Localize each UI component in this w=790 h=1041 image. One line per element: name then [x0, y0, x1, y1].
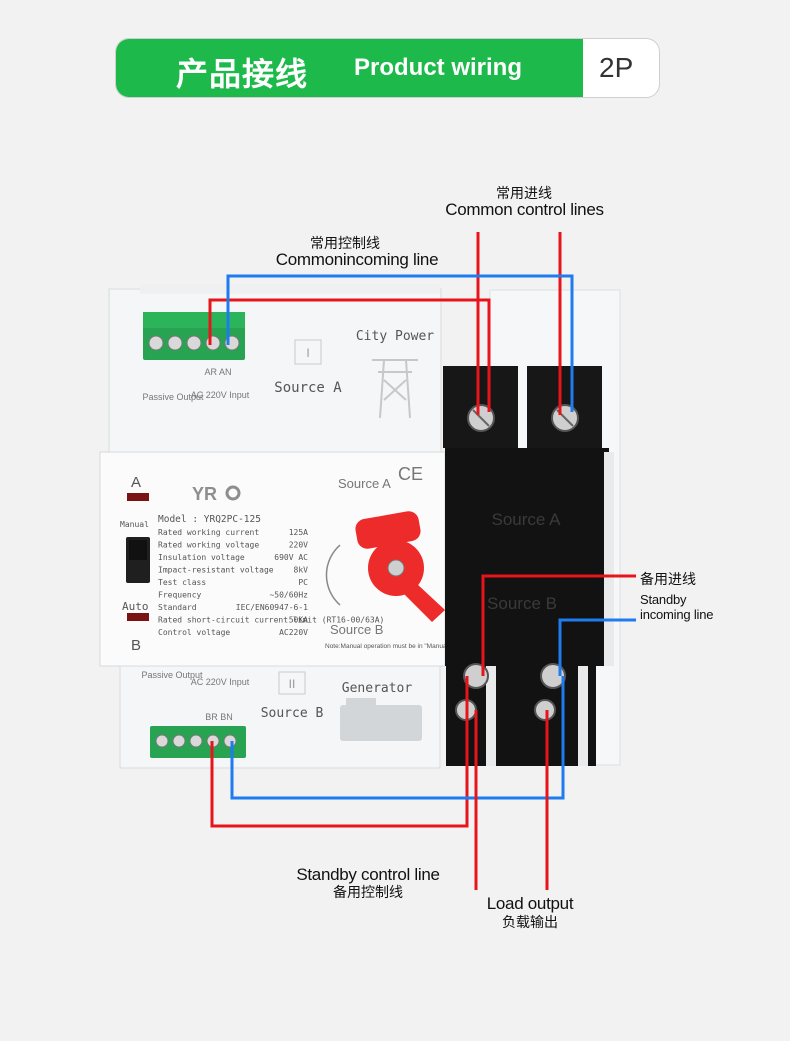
passive-output-bottom: Passive Output: [141, 670, 203, 680]
spec-key: Insulation voltage: [158, 553, 245, 562]
standby-control-en: Standby control line: [296, 865, 440, 884]
source-b-bottom-label: Source B: [261, 706, 324, 721]
spec-key: Rated working voltage: [158, 541, 259, 550]
common-incoming-en: Commonincoming line: [275, 250, 439, 269]
terminals-top-label: AR AN: [204, 367, 231, 377]
blue-wire-standby-in: [558, 618, 636, 676]
standby-incoming-cn: 备用进线: [640, 572, 696, 588]
spec-value: 690V AC: [274, 553, 308, 562]
spec-key: Frequency: [158, 591, 202, 600]
ac-input-top: AC 220V Input: [191, 390, 250, 400]
common-control-cn: 常用进线: [496, 186, 552, 202]
manual-label: Manual: [120, 520, 149, 529]
spec-value: PC: [298, 578, 308, 587]
spec-value: 50KA: [289, 616, 308, 625]
common-control-en: Common control lines: [445, 200, 604, 219]
mark-b: B: [131, 637, 141, 654]
source-b-block-label: Source B: [487, 594, 557, 613]
device-bottom-module: Passive Output AC 220V Input BR BN II Ge…: [119, 663, 596, 769]
source-a-block-label: Source A: [492, 510, 562, 529]
source-b-panel-label: Source B: [330, 622, 383, 637]
spec-key: Test class: [158, 578, 206, 587]
spec-value: 8kV: [294, 566, 309, 575]
manual-note: Note:Manual operation must be in "Manual…: [325, 643, 475, 650]
red-wire-standby-in: [481, 574, 636, 676]
panel-label-b: II: [289, 677, 296, 691]
panel-label-a: I: [306, 346, 309, 360]
terminals-bottom-label: BR BN: [205, 712, 233, 722]
spec-key: Standard: [158, 603, 197, 612]
blue-wire-control-bottom: [230, 676, 565, 800]
standby-control-cn: 备用控制线: [333, 885, 403, 901]
wires: [208, 232, 636, 890]
ac-input-bottom: AC 220V Input: [191, 677, 250, 687]
header-badge-2p: 2P: [599, 52, 634, 83]
black-switch-block: Source A Source B: [445, 448, 614, 666]
header-green-block: [116, 39, 583, 97]
header-banner: 产品接线 Product wiring 2P: [115, 38, 660, 98]
rotary-handle: [325, 511, 445, 622]
source-a-panel-label: Source A: [338, 476, 391, 491]
source-a-top-label: Source A: [274, 380, 342, 396]
red-wire-control-top: [208, 298, 491, 412]
auto-label: Auto: [122, 600, 149, 613]
spec-key: Impact-resistant voltage: [158, 566, 274, 575]
common-incoming-cn: 常用控制线: [310, 236, 380, 252]
city-power-label: City Power: [356, 329, 434, 344]
spec-key: Rated short-circuit current limit (RT16-…: [158, 616, 384, 625]
blue-wire-control-top: [226, 274, 574, 412]
header-title-en: Product wiring: [354, 54, 522, 81]
model-label: Model : YRQ2PC-125: [158, 514, 261, 525]
generator-icon: [340, 698, 422, 741]
mark-a: A: [131, 474, 141, 491]
spec-value: IEC/EN60947-6-1: [236, 603, 308, 612]
spec-value: AC220V: [279, 628, 308, 637]
power-pylon-icon: [372, 359, 418, 419]
header-title-cn: 产品接线: [176, 55, 309, 93]
spec-key: Rated working current: [158, 528, 259, 537]
red-wire-control-bottom: [210, 676, 469, 828]
spec-value: 125A: [289, 528, 308, 537]
brand-logo: YR: [192, 484, 217, 504]
spec-value: ~50/60Hz: [269, 591, 308, 600]
device-top-module: I City Power Source A Passive Output AR …: [108, 284, 442, 453]
passive-output-top: Passive Output: [142, 392, 204, 402]
standby-incoming-en2: incoming line: [640, 607, 714, 622]
spec-value: 220V: [289, 541, 308, 550]
device-front-panel: A YR Model : YRQ2PC-125 Manual Auto B Ra…: [99, 451, 475, 667]
generator-label: Generator: [342, 681, 413, 696]
load-output-en: Load output: [486, 894, 574, 913]
spec-table: Rated working current 125A Rated working v…: [158, 528, 384, 637]
spec-key: Control voltage: [158, 628, 230, 637]
ce-mark: CE: [398, 464, 423, 484]
load-output-cn: 负载输出: [502, 915, 558, 931]
standby-incoming-en1: Standby: [640, 592, 687, 607]
